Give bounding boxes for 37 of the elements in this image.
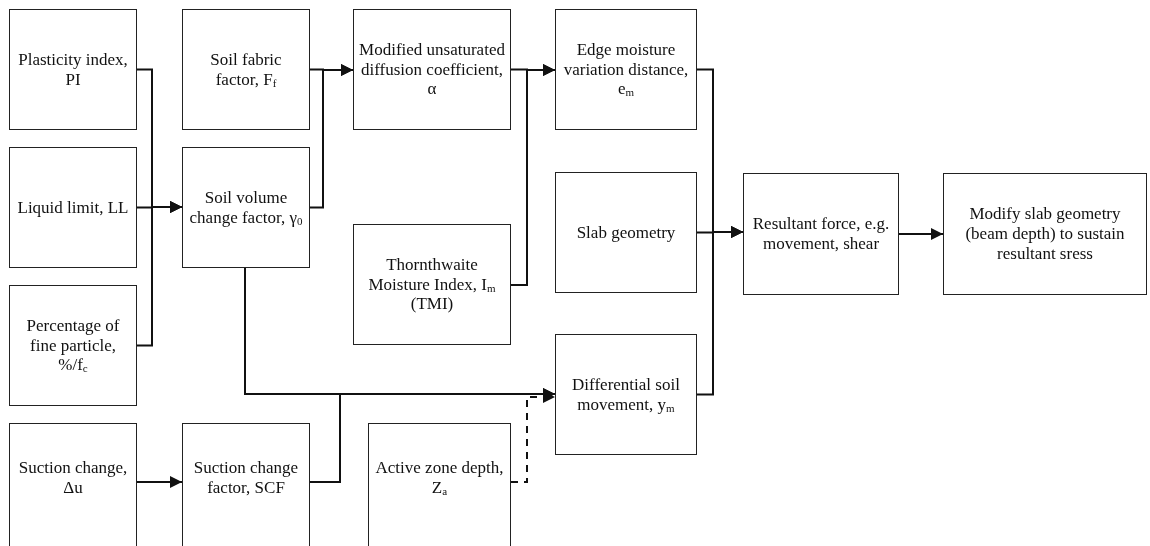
process-box bbox=[943, 173, 1147, 295]
process-box bbox=[743, 173, 899, 295]
box-label: Percentage of fine particle, %/f$_{c}$ bbox=[25, 315, 121, 376]
box-label: Liquid limit, LL bbox=[17, 197, 129, 218]
process-box bbox=[182, 9, 310, 130]
box-label: Suction change, Δu bbox=[17, 458, 129, 498]
arrow bbox=[309, 64, 354, 209]
process-box bbox=[182, 147, 310, 268]
arrow bbox=[136, 476, 183, 488]
arrow bbox=[898, 228, 944, 240]
box-label: Active zone depth, Z$_{a}$ bbox=[374, 458, 505, 498]
arrow bbox=[136, 201, 183, 347]
process-box bbox=[9, 9, 137, 130]
process-box bbox=[353, 9, 511, 130]
process-box bbox=[368, 423, 511, 546]
process-box bbox=[9, 147, 137, 268]
arrow bbox=[696, 226, 744, 396]
box-label: Plasticity index, PI bbox=[17, 49, 129, 90]
process-box bbox=[555, 334, 697, 455]
process-box bbox=[9, 423, 137, 546]
box-label: Soil fabric factor, F$_{f}$ bbox=[209, 49, 283, 90]
box-label: Modified unsaturated diffusion coefficient, α bbox=[358, 39, 506, 100]
process-box bbox=[555, 9, 697, 130]
box-label: Suction change factor, SCF bbox=[192, 458, 300, 498]
box-label: Differential soil movement, y$_{m}$ bbox=[571, 374, 681, 415]
process-box bbox=[182, 423, 310, 546]
box-label: Slab geometry bbox=[576, 222, 676, 243]
box-label: Resultant force, e.g. movement, shear bbox=[751, 214, 891, 254]
arrow bbox=[309, 388, 556, 483]
process-box bbox=[353, 224, 511, 345]
arrow bbox=[510, 64, 556, 286]
box-label: Soil volume change factor, γ$_{0}$ bbox=[188, 187, 304, 228]
box-label: Modify slab geometry (beam depth) to sustain resultant sress bbox=[964, 204, 1126, 264]
box-label: Edge moisture variation distance, e$_{m}$ bbox=[562, 39, 690, 100]
box-label: Thornthwaite Moisture Index, I$_{m}$ (TMI) bbox=[367, 254, 497, 315]
process-box bbox=[9, 285, 137, 406]
process-box bbox=[555, 172, 697, 293]
